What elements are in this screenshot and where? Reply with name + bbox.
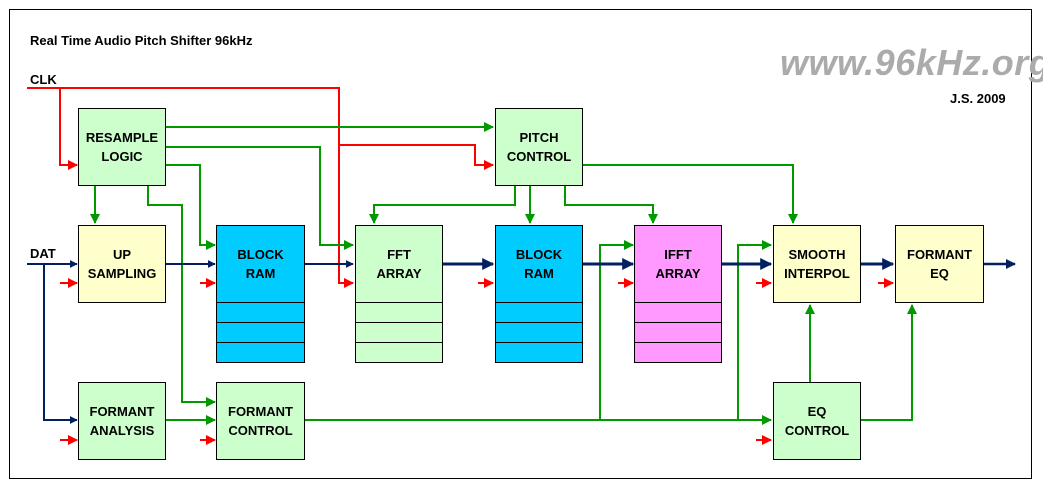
watermark: www.96kHz.org	[780, 42, 1043, 83]
data-lines	[27, 259, 1016, 424]
block-ram-2-stack	[495, 302, 583, 363]
ifft-array-stack	[634, 302, 722, 363]
fft-array-block: FFT ARRAY	[355, 225, 443, 303]
dat-input-label: DAT	[30, 246, 56, 261]
smooth-interpol-block: SMOOTH INTERPOL	[773, 225, 861, 303]
clock-lines	[27, 87, 894, 445]
diagram-frame	[9, 9, 1032, 479]
formant-control-block: FORMANT CONTROL	[216, 382, 305, 460]
formant-eq-block: FORMANT EQ	[895, 225, 984, 303]
control-lines	[90, 122, 917, 425]
fft-array-stack	[355, 302, 443, 363]
formant-analysis-block: FORMANT ANALYSIS	[78, 382, 166, 460]
block-ram-2-block: BLOCK RAM	[495, 225, 583, 303]
pitch-control-block: PITCH CONTROL	[495, 108, 583, 186]
ifft-array-block: IFFT ARRAY	[634, 225, 722, 303]
eq-control-block: EQ CONTROL	[773, 382, 861, 460]
diagram-title: Real Time Audio Pitch Shifter 96kHz	[30, 33, 253, 48]
author-credit: J.S. 2009	[950, 91, 1006, 106]
block-ram-1-block: BLOCK RAM	[216, 225, 305, 303]
clk-input-label: CLK	[30, 72, 57, 87]
up-sampling-block: UP SAMPLING	[78, 225, 166, 303]
block-ram-1-stack	[216, 302, 305, 363]
resample-logic-block: RESAMPLE LOGIC	[78, 108, 166, 186]
